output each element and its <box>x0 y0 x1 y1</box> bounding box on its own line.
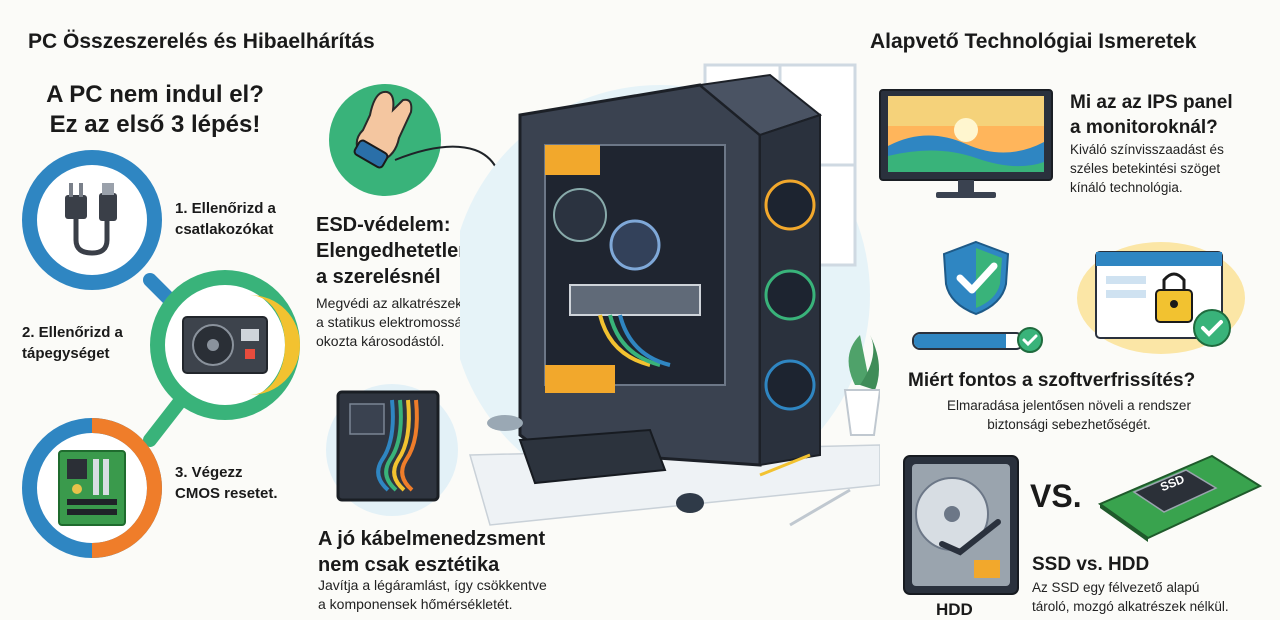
esd-description: Megvédi az alkatrészeket a statikus elek… <box>316 294 474 351</box>
ips-text-line-2: széles betekintési szöget <box>1070 161 1221 176</box>
ips-title-line-1: Mi az az IPS panel <box>1070 92 1233 113</box>
ssd-board <box>1097 454 1263 542</box>
hdd-icon <box>903 455 1019 595</box>
cable-title: A jó kábelmenedzsment nem csak esztétika <box>318 526 545 578</box>
cable-management-illustration <box>326 384 458 516</box>
update-progress-bar <box>912 332 1024 350</box>
question-line-1: A PC nem indul el? <box>46 81 264 108</box>
security-shield-icon <box>942 240 1010 316</box>
step-3-ring <box>22 418 162 558</box>
step-3-line-1: 3. Végezz <box>175 464 243 481</box>
esd-title-line-2: Elengedhetetlen <box>316 240 471 262</box>
ips-monitor-icon <box>879 89 1053 198</box>
storage-text-line-2: tároló, mozgó alkatrészek nélkül. <box>1032 599 1229 614</box>
step-2-ring <box>150 270 300 420</box>
esd-text-line-1: Megvédi az alkatrészeket <box>316 295 474 311</box>
esd-title-line-1: ESD-védelem: <box>316 214 451 236</box>
motherboard-icon <box>58 450 126 526</box>
cable-title-line-2: nem csak esztétika <box>318 554 500 576</box>
troubleshoot-question: A PC nem indul el? Ez az első 3 lépés! <box>20 80 290 140</box>
esd-title: ESD-védelem: Elengedhetetlen a szerelésn… <box>316 212 470 290</box>
step-2-line-1: 2. Ellenőrizd a <box>22 324 123 341</box>
step-2-text: 2. Ellenőrizd a tápegységet <box>22 322 123 364</box>
ips-description: Kiváló színvisszaadást és széles betekin… <box>1070 140 1224 197</box>
cable-text-line-2: a komponensek hőmérsékletét. <box>318 596 513 612</box>
esd-title-line-3: a szerelésnél <box>316 266 441 288</box>
right-section-title: Alapvető Technológiai Ismeretek <box>870 30 1197 53</box>
ips-title: Mi az az IPS panel a monitoroknál? <box>1070 90 1233 140</box>
storage-description: Az SSD egy félvezető alapú tároló, mozgó… <box>1032 578 1229 616</box>
esd-text-line-3: okozta károsodástól. <box>316 333 445 349</box>
progress-check-icon <box>1017 327 1043 353</box>
hdd-label: HDD <box>936 600 973 619</box>
cable-description: Javítja a légáramlást, így csökkentve a … <box>318 576 547 614</box>
step-1-ring <box>22 150 162 290</box>
power-supply-icon <box>182 316 268 374</box>
esd-text-line-2: a statikus elektromosság <box>316 314 471 330</box>
ips-title-line-2: a monitoroknál? <box>1070 117 1218 138</box>
ips-text-line-3: kínáló technológia. <box>1070 180 1183 195</box>
cable-title-line-1: A jó kábelmenedzsment <box>318 528 546 550</box>
step-1-line-1: 1. Ellenőrizd a <box>175 200 276 217</box>
storage-text-line-1: Az SSD egy félvezető alapú <box>1032 580 1200 595</box>
secure-browser-lock-icon <box>1077 242 1245 354</box>
step-3-line-2: CMOS resetet. <box>175 485 278 502</box>
update-progress-fill <box>914 334 1006 348</box>
ips-text-line-1: Kiváló színvisszaadást és <box>1070 142 1224 157</box>
update-text-line-1: Elmaradása jelentősen növeli a rendszer <box>947 398 1191 413</box>
step-1-text: 1. Ellenőrizd a csatlakozókat <box>175 198 276 240</box>
update-description: Elmaradása jelentősen növeli a rendszer … <box>910 396 1228 434</box>
power-plug-icon <box>65 183 117 256</box>
step-1-line-2: csatlakozókat <box>175 221 274 238</box>
cable-text-line-1: Javítja a légáramlást, így csökkentve <box>318 577 547 593</box>
step-2-line-2: tápegységet <box>22 345 110 362</box>
storage-title: SSD vs. HDD <box>1032 554 1150 575</box>
question-line-2: Ez az első 3 lépés! <box>49 111 261 138</box>
step-3-text: 3. Végezz CMOS resetet. <box>175 462 278 504</box>
vs-label: VS. <box>1030 478 1082 514</box>
left-section-title: PC Összeszerelés és Hibaelhárítás <box>28 30 375 53</box>
ssd-icon: SSD <box>1094 452 1264 542</box>
update-title: Miért fontos a szoftverfrissítés? <box>908 370 1196 391</box>
update-text-line-2: biztonsági sebezhetőségét. <box>987 417 1151 432</box>
pc-case-illustration <box>460 63 880 527</box>
